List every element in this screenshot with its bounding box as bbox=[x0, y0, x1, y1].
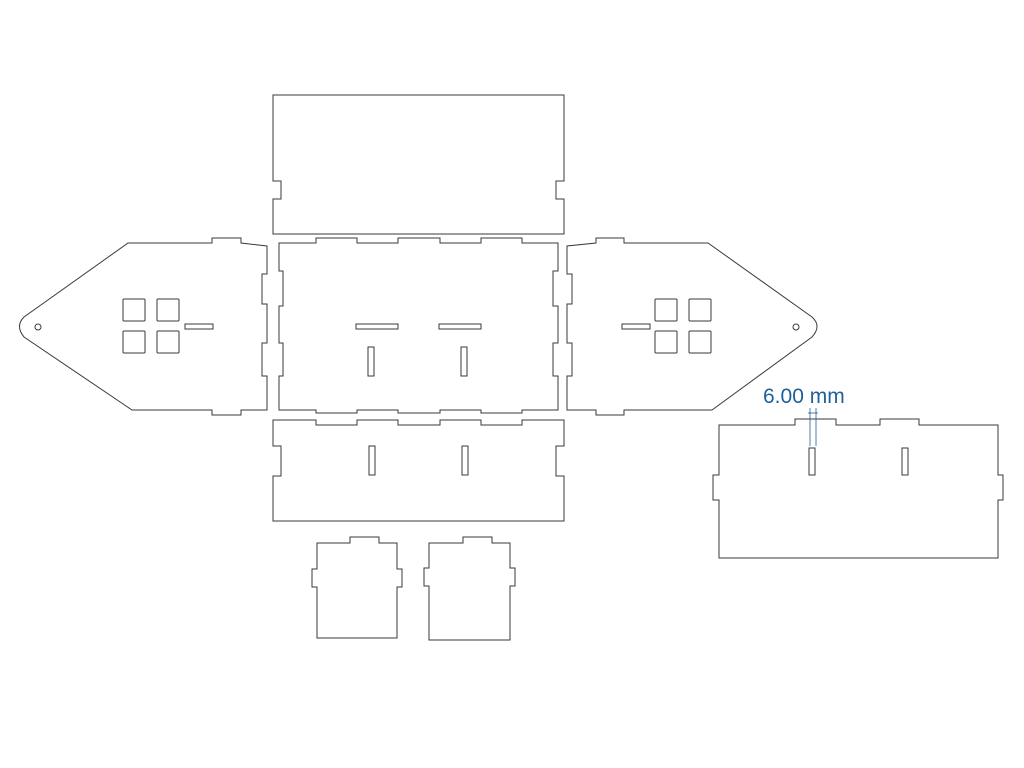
top-panel bbox=[272, 94, 565, 235]
window-pane bbox=[654, 298, 678, 322]
window-pane bbox=[688, 298, 712, 322]
small-panel-right bbox=[423, 536, 516, 641]
hanging-hole bbox=[34, 323, 42, 331]
tab-slot bbox=[184, 323, 214, 330]
tab-slot bbox=[368, 445, 376, 476]
window-pane bbox=[122, 298, 146, 322]
window-pane bbox=[688, 330, 712, 354]
tab-slot bbox=[367, 346, 375, 377]
tab-slot bbox=[355, 323, 399, 330]
hanging-hole bbox=[792, 323, 800, 331]
detail-panel bbox=[712, 418, 1004, 559]
window-pane bbox=[122, 330, 146, 354]
floor-panel bbox=[278, 237, 559, 414]
tab-slot bbox=[461, 445, 469, 476]
tab-slot bbox=[438, 323, 482, 330]
tab-slot bbox=[901, 447, 909, 476]
tab-slot bbox=[460, 346, 468, 377]
window-pane bbox=[156, 298, 180, 322]
dimension-annotation: 6.00 mm bbox=[763, 385, 845, 446]
window-pane bbox=[654, 330, 678, 354]
small-panel-left bbox=[311, 536, 403, 639]
tab-slot bbox=[621, 323, 651, 330]
left-gable bbox=[19, 237, 268, 416]
dimension-label: 6.00 mm bbox=[763, 385, 845, 408]
tab-slot bbox=[808, 447, 816, 476]
window-pane bbox=[156, 330, 180, 354]
front-panel bbox=[272, 419, 565, 522]
right-gable bbox=[566, 237, 818, 416]
